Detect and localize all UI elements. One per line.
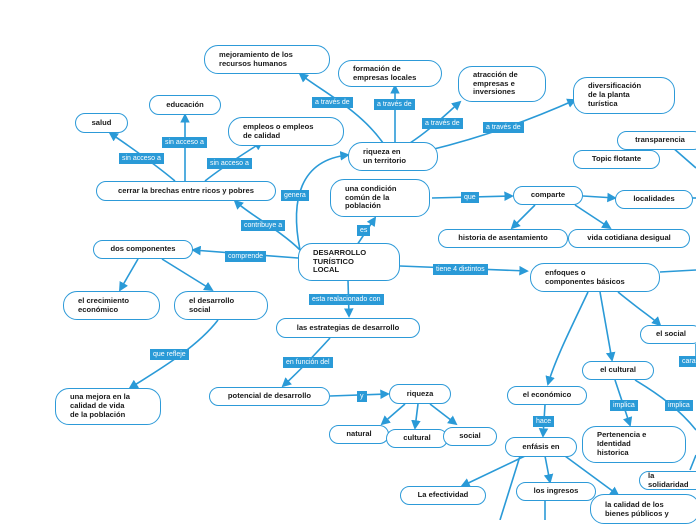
node-crecimiento[interactable]: el crecimiento económico (63, 291, 160, 320)
label-comprende: comprende (225, 251, 267, 262)
edge-enfasis-down1 (499, 455, 521, 520)
edge-social-mejora (128, 319, 219, 390)
node-atraccion[interactable]: atracción de empresas e inversiones (458, 66, 546, 102)
node-solidaridad[interactable]: la solidaridad (639, 471, 696, 490)
node-cultural[interactable]: cultural (386, 429, 448, 448)
label-a-traves-4: a través de (483, 122, 524, 133)
edge-comparte-historia (510, 204, 536, 230)
edge-enfasis-calidad (564, 455, 620, 497)
node-cerrar-brechas[interactable]: cerrar la brechas entre ricos y pobres (96, 181, 276, 201)
label-sin-acceso-3: sin acceso a (207, 158, 252, 169)
edge-enfasis-efectividad (460, 455, 526, 488)
node-localidades[interactable]: localidades (615, 190, 693, 209)
edge-enfoques-cultural (599, 291, 616, 362)
edge-comparte-localidades (582, 192, 617, 203)
edge-desarrollo-riqueza (295, 151, 350, 251)
node-pertenencia[interactable]: Pertenencia e Identidad historica (582, 426, 686, 463)
label-implica-1: implica (610, 400, 638, 411)
node-comparte[interactable]: comparte (513, 186, 583, 205)
edge-enfoques-economico (545, 291, 589, 386)
edge-solidaridad-left (689, 454, 696, 471)
label-que-refleje: que refleje (150, 349, 189, 360)
label-sin-acceso-1: sin acceso a (162, 137, 207, 148)
node-empleos[interactable]: empleos o empleos de calidad (228, 117, 344, 146)
node-dos-componentes[interactable]: dos componentes (93, 240, 193, 259)
edge-enfoques-right (659, 269, 696, 273)
node-efectividad[interactable]: La efectividad (400, 486, 486, 505)
node-calidad-bienes[interactable]: la calidad de los bienes públicos y (590, 494, 696, 524)
node-condicion-comun[interactable]: una condición común de la población (330, 179, 430, 217)
node-historia[interactable]: historia de asentamiento (438, 229, 568, 248)
node-diversificacion[interactable]: diversificación de la planta turística (573, 77, 675, 114)
node-estrategias[interactable]: las estrategias de desarrollo (276, 318, 420, 338)
node-riqueza[interactable]: riqueza (389, 384, 451, 404)
node-mejora-vida[interactable]: una mejora en la calidad de vida de la p… (55, 388, 161, 425)
node-ingresos[interactable]: los ingresos (516, 482, 596, 501)
edge-riqueza-cultural (411, 403, 421, 430)
node-desarrollo-turistico[interactable]: DESARROLLO TURÍSTICO LOCAL (298, 243, 400, 281)
node-el-social[interactable]: el social (640, 325, 696, 344)
edge-topic-transparencia (671, 146, 696, 169)
label-a-traves-2: a través de (374, 99, 415, 110)
node-enfoques[interactable]: enfoques o componentes básicos (530, 263, 660, 292)
edge-riqueza-social (429, 403, 458, 426)
edge-comparte-vida (574, 204, 612, 230)
node-topic-flotante[interactable]: Topic flotante (573, 150, 660, 169)
label-y: y (357, 391, 367, 402)
label-sin-acceso-2: sin acceso a (119, 153, 164, 164)
label-hace: hace (533, 416, 555, 427)
node-enfasis[interactable]: enfásis en (505, 437, 577, 457)
node-desarrollo-social[interactable]: el desarrollo social (174, 291, 268, 320)
node-potencial[interactable]: potencial de desarrollo (209, 387, 330, 406)
node-social[interactable]: social (443, 427, 497, 446)
node-economico[interactable]: el económico (507, 386, 587, 405)
label-tiene-4: tiene 4 distintos (433, 264, 488, 275)
label-caracteriza: cara (679, 356, 696, 367)
edge-dos-social (161, 258, 214, 292)
label-relacionado: esta realacionado con (309, 294, 384, 305)
label-es: es (357, 225, 371, 236)
edge-enfasis-ingresos (543, 455, 554, 484)
edge-cerrar-salud (108, 131, 176, 182)
node-transparencia[interactable]: transparencia (617, 131, 696, 150)
label-contribuye: contribuye a (241, 220, 286, 231)
label-implica-2: implica (665, 400, 693, 411)
edge-riqueza-natural (380, 403, 406, 426)
node-formacion[interactable]: formación de empresas locales (338, 60, 442, 87)
node-salud[interactable]: salud (75, 113, 128, 133)
label-genera: genera (281, 190, 309, 201)
node-el-cultural[interactable]: el cultural (582, 361, 654, 380)
node-riqueza-territorio[interactable]: riqueza en un territorio (348, 142, 438, 171)
node-natural[interactable]: natural (329, 425, 389, 444)
node-mejoramiento[interactable]: mejoramiento de los recursos humanos (204, 45, 330, 74)
edge-dos-crecimiento (119, 258, 139, 292)
label-a-traves-3: a través de (422, 118, 463, 129)
edge-enfoques-social (617, 291, 662, 327)
label-a-traves-1: a través de (312, 97, 353, 108)
node-educacion[interactable]: educación (149, 95, 221, 115)
label-que: que (461, 192, 479, 203)
node-vida-cotidiana[interactable]: vida cotidiana desigual (568, 229, 690, 248)
label-en-funcion: en función del (283, 357, 333, 368)
